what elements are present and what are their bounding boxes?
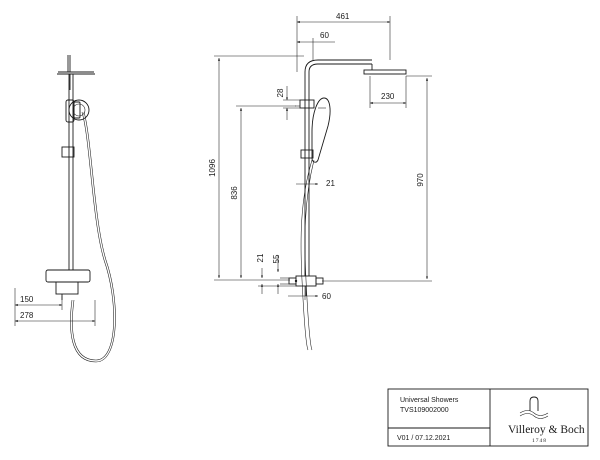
brand-logo: Villeroy & Boch 1748 xyxy=(508,396,585,444)
article-number: TVS109002000 xyxy=(400,407,449,414)
side-view: 150 278 xyxy=(14,55,116,363)
dim-1096: 1096 xyxy=(208,159,217,177)
dim-28: 28 xyxy=(276,88,285,97)
dim-836: 836 xyxy=(230,186,239,200)
dim-60-top: 60 xyxy=(320,31,329,40)
brand-year: 1748 xyxy=(532,438,547,444)
version-date: V01 / 07.12.2021 xyxy=(397,435,450,442)
product-line: Universal Showers xyxy=(400,397,459,404)
title-block: Universal Showers TVS109002000 V01 / 07.… xyxy=(387,388,589,447)
front-view: 21 461 60 28 230 1096 xyxy=(208,12,432,351)
dim-21-mid: 21 xyxy=(326,179,335,188)
brand-name: Villeroy & Boch xyxy=(508,424,585,436)
dim-21-low: 21 xyxy=(256,253,265,262)
dim-970: 970 xyxy=(416,173,425,187)
dim-60-low: 60 xyxy=(322,292,331,301)
dim-461: 461 xyxy=(336,12,350,21)
dim-55: 55 xyxy=(272,254,281,263)
dim-278: 278 xyxy=(20,311,34,320)
dim-150: 150 xyxy=(20,295,34,304)
dim-230: 230 xyxy=(381,92,395,101)
